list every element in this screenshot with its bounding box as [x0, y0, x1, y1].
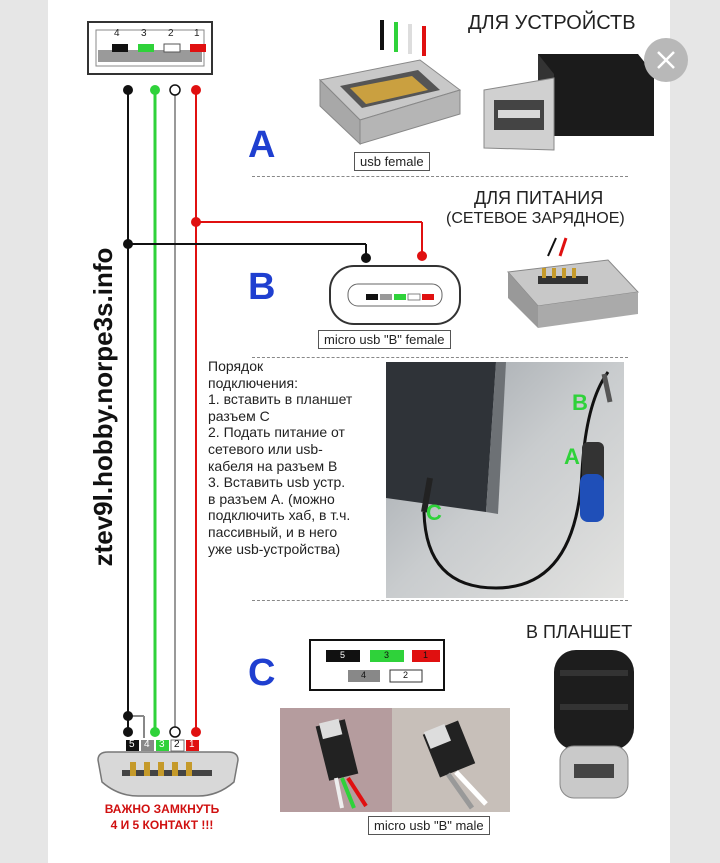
pin-label-top-1: 1	[194, 28, 200, 39]
instruction-line: Порядок	[208, 358, 264, 374]
power-title: ДЛЯ ПИТАНИЯ	[474, 188, 604, 208]
usb-a-pin-1	[190, 44, 206, 52]
micro-male-photo-right	[392, 708, 510, 812]
pin-label-bottom-4: 4	[144, 739, 150, 750]
separator-b	[252, 357, 628, 358]
instruction-line: 1. вставить в планшет	[208, 391, 353, 408]
warning-line-2: 4 И 5 КОНТАКТ !!!	[110, 818, 214, 832]
usb-adapter-photo	[478, 40, 658, 160]
instruction-line: уже usb-устройства)	[208, 540, 341, 557]
devices-title: ДЛЯ УСТРОЙСТВ	[468, 12, 636, 34]
usb-a-pin-2	[163, 43, 181, 53]
pin-label-c-3: 3	[384, 650, 390, 660]
instruction-line: кабеля на разъем В	[208, 457, 338, 474]
instruction-line: 2. Подать питание от	[208, 424, 345, 441]
photo-label-a: A	[564, 444, 580, 469]
pin-label-top-2: 2	[168, 28, 174, 39]
close-button[interactable]	[644, 38, 688, 82]
usb-female-caption: usb female	[354, 152, 430, 171]
section-a-letter: A	[248, 124, 276, 166]
section-c-letter: C	[248, 652, 276, 694]
pin-label-c-4: 4	[361, 670, 367, 680]
usb-a-pin-3	[138, 44, 154, 52]
photo-label-b: B	[572, 390, 588, 415]
micro-b-female-caption: micro usb "B" female	[318, 330, 451, 349]
instruction-line: пассивный, и в него	[208, 523, 338, 540]
warning: ВАЖНО ЗАМКНУТЬ 4 И 5 КОНТАКТ !!!	[82, 801, 242, 833]
pin-label-bottom-2: 2	[174, 739, 180, 750]
instruction-line: подключить хаб, в т.ч.	[208, 507, 351, 524]
wiring-diagram	[87, 21, 461, 797]
pin-label-bottom-5: 5	[129, 739, 135, 750]
tablet-plug-photo	[534, 650, 652, 810]
watermark-anchor: ztev9l.hobby.norpe3s.info	[88, 248, 122, 567]
instruction-line: сетевого или usb-	[208, 440, 323, 457]
usb-a-contact-bar	[98, 50, 202, 62]
instructions: Порядок подключения: 1. вставить в планш…	[208, 358, 384, 557]
close-icon	[657, 51, 675, 69]
separator-c	[252, 600, 628, 601]
micro-b-male-caption: micro usb "B" male	[368, 816, 490, 835]
pin-label-top-4: 4	[114, 28, 120, 39]
power-subtitle: (СЕТЕВОЕ ЗАРЯДНОЕ)	[446, 210, 625, 227]
micro-male-photo-left	[280, 708, 392, 812]
usb-female-photo	[300, 10, 470, 150]
micro-usb-female-photo	[498, 232, 648, 342]
pin-label-c-1: 1	[423, 650, 429, 660]
pin-label-bottom-1: 1	[189, 739, 195, 750]
pin-label-c-5: 5	[340, 650, 346, 660]
diagram-sheet: 4 3 2 1 5 4 3 2 1 5 3 1 4 2 ztev9l.hobby…	[48, 0, 670, 863]
watermark: ztev9l.hobby.norpe3s.info	[88, 247, 118, 567]
separator-a	[252, 176, 628, 177]
usb-a-pin-4	[112, 44, 128, 52]
pin-label-bottom-3: 3	[159, 739, 165, 750]
instruction-line: подключения:	[208, 374, 298, 391]
pin-label-top-3: 3	[141, 28, 147, 39]
tablet-title: В ПЛАНШЕТ	[526, 622, 633, 642]
micro-b-male-pinout	[309, 639, 445, 691]
instruction-line: в разъем А. (можно	[208, 490, 335, 507]
pin-label-c-2: 2	[403, 670, 409, 680]
otg-cable-photo: B A C	[386, 362, 624, 598]
section-b-letter: B	[248, 266, 276, 308]
photo-label-c: C	[426, 500, 442, 525]
warning-line-1: ВАЖНО ЗАМКНУТЬ	[104, 802, 220, 816]
instruction-line: разъем С	[208, 407, 270, 424]
instruction-line: 3. Вставить usb устр.	[208, 474, 346, 491]
